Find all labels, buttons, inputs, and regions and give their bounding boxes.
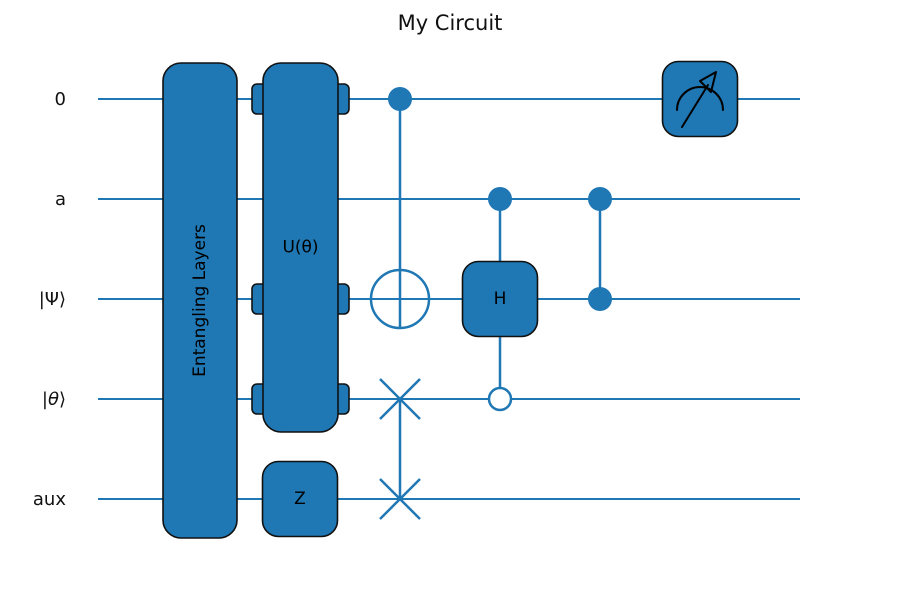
wire-label-0: 0 [55,89,66,110]
cz-gate [588,187,612,311]
control-dot [588,187,612,211]
wire-label-2: |Ψ⟩ [39,289,66,310]
measurement-gauge-icon [676,71,724,128]
control-dot-filled [488,187,512,211]
figure-title: My Circuit [398,11,503,35]
controlled-controlled-h-gate: H [461,187,539,412]
gate-label-u-theta: U(θ) [282,238,318,258]
gate-box-rect [162,62,238,539]
gate-box-z: Z [261,460,339,538]
gate-box-rect [461,260,539,338]
wire-label-3: |θ⟩ [42,389,66,410]
gate-label-z: Z [294,489,306,509]
swap-cross-icon [379,478,421,520]
control-dot [588,287,612,311]
gauge-arrowhead [699,71,717,93]
measurement-gate [661,60,739,138]
wire-label-1: a [55,189,66,210]
wire-label-4: aux [33,489,66,510]
cnot-gate [369,87,431,330]
gate-box-rect [262,62,339,433]
gate-label-controlled-h: H [494,289,507,309]
gate-box-entangling-layers: Entangling Layers [162,62,238,539]
control-dot [388,87,412,111]
control-dot-open [487,386,513,412]
gauge-arc [676,86,724,111]
gauge-needle [681,84,709,128]
cnot-target-icon [369,268,431,330]
gate-box-rect [261,460,339,538]
swap-gate [379,378,421,520]
swap-cross-icon [379,378,421,420]
gate-box-u-theta: U(θ) [251,62,350,433]
gate-label-entangling-layers: Entangling Layers [190,224,210,377]
